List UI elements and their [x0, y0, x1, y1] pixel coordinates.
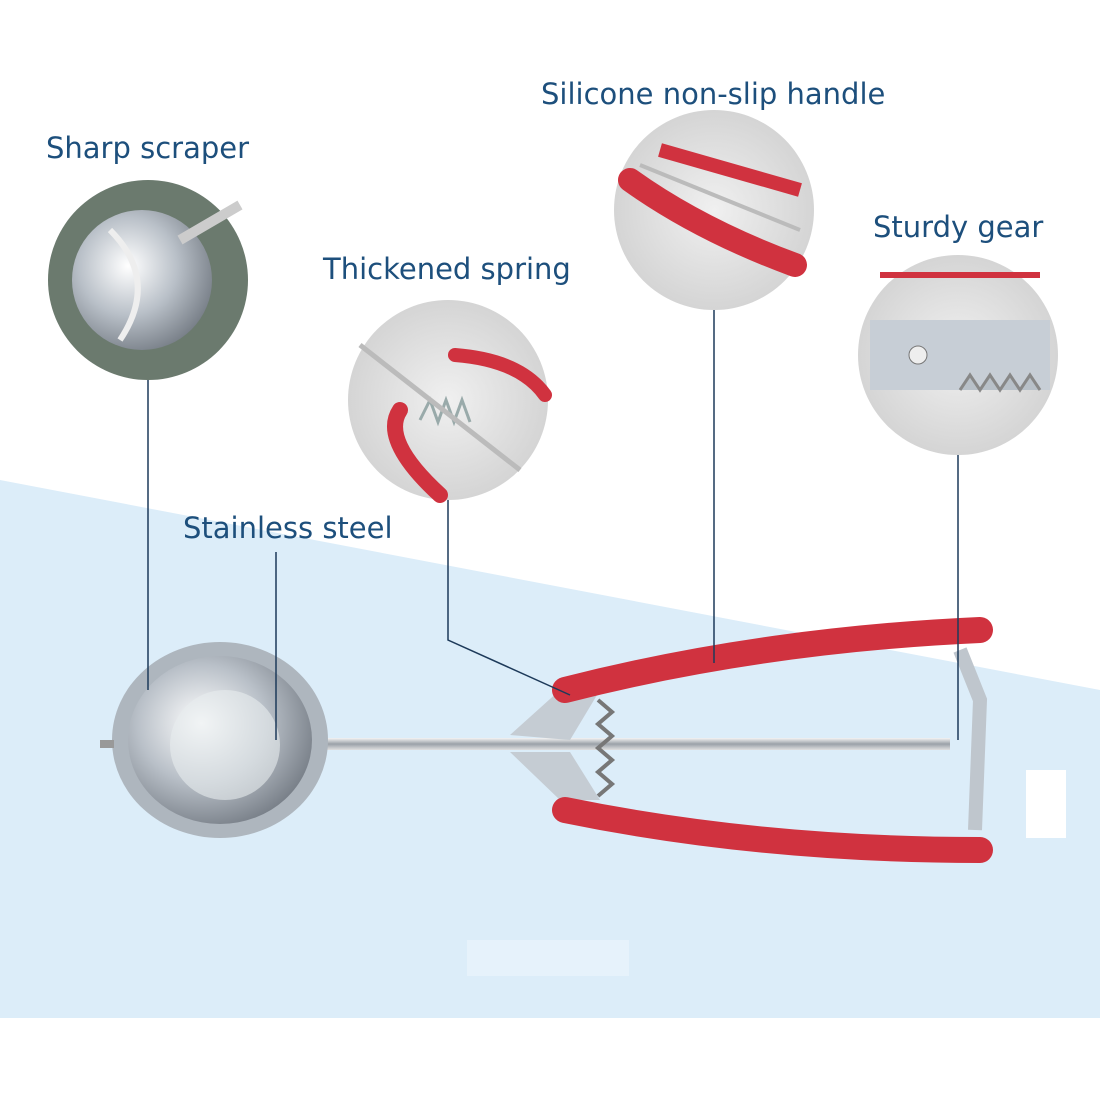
gear-detail-circle: [858, 255, 1058, 455]
handle-detail-circle: [614, 110, 814, 310]
spring-detail-circle: [348, 300, 552, 503]
spring-leader-line: [447, 500, 571, 696]
label-sharp-scraper: Sharp scraper: [46, 131, 250, 165]
label-thickened-spring: Thickened spring: [323, 252, 571, 286]
label-stainless-steel: Stainless steel: [183, 511, 393, 545]
background-band-highlight: [1026, 770, 1066, 838]
scraper-detail-circle: [48, 180, 248, 380]
label-sturdy-gear: Sturdy gear: [873, 210, 1044, 244]
label-silicone-handle: Silicone non-slip handle: [541, 77, 886, 111]
scoop-product: [100, 617, 993, 863]
